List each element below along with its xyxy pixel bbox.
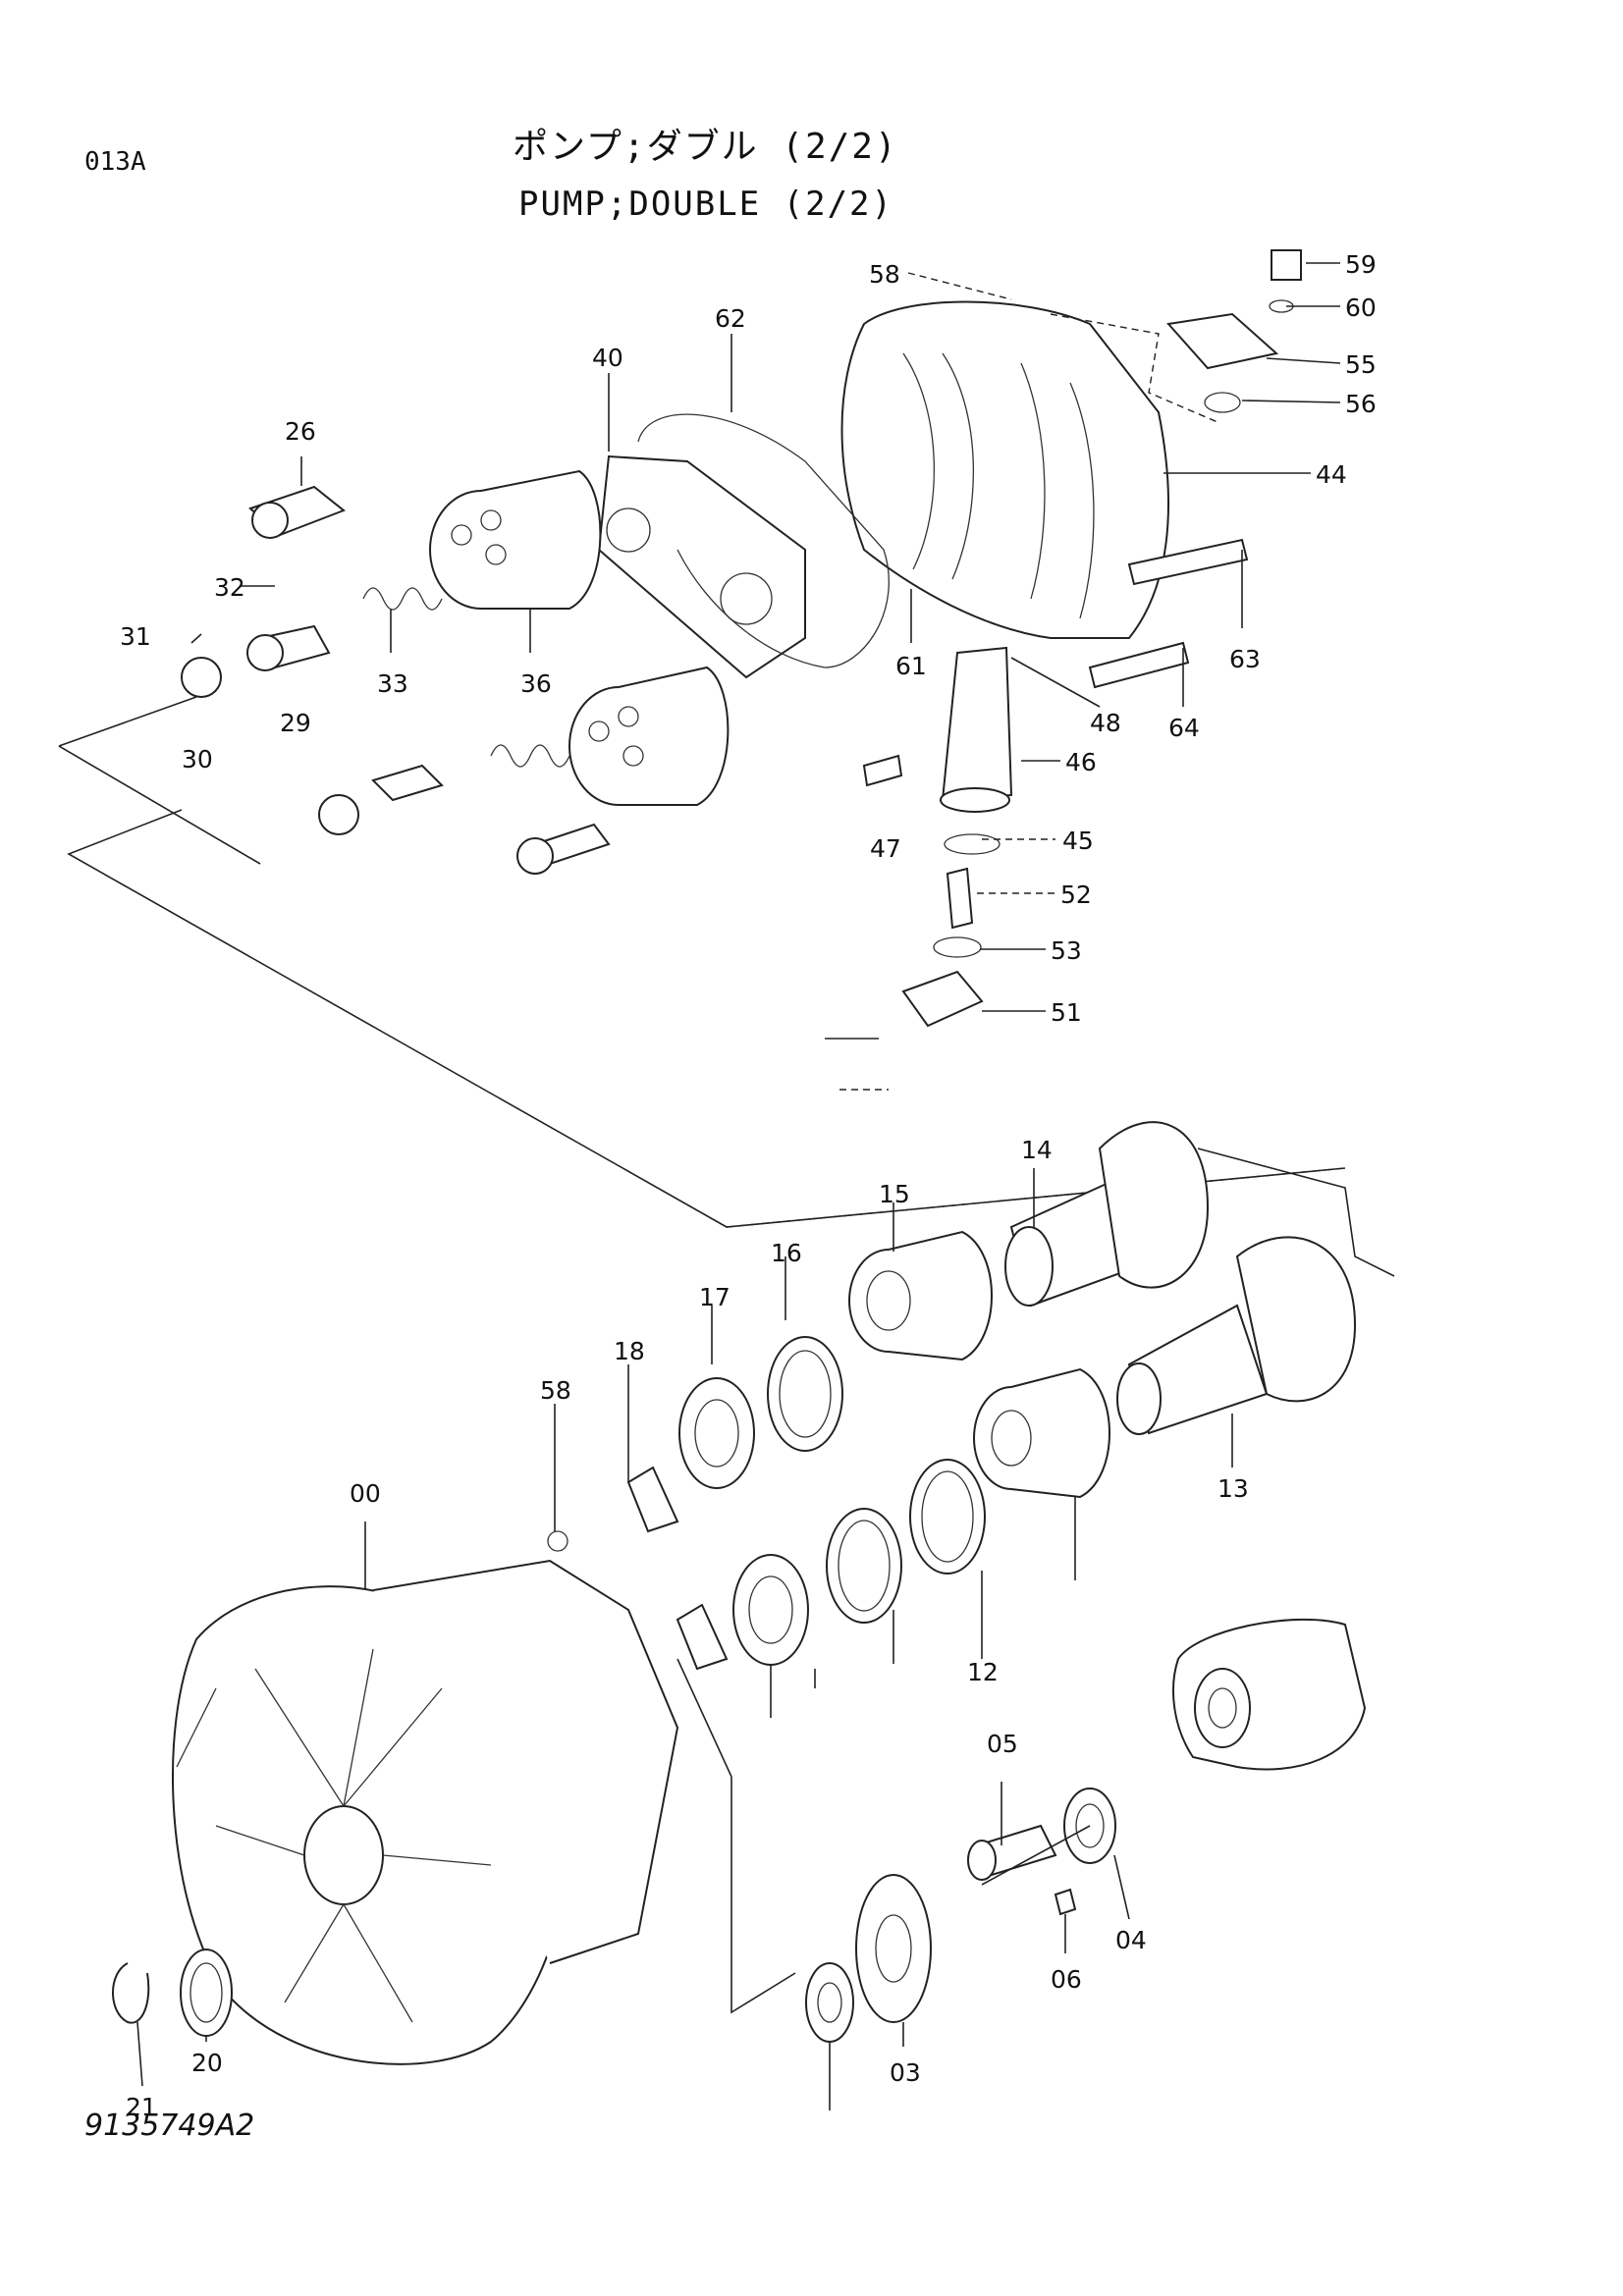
bearings-and-rings xyxy=(547,1230,1110,1671)
callout: 47 xyxy=(870,834,901,863)
callout: 59 xyxy=(1345,250,1377,279)
callout: 20 xyxy=(191,2049,223,2077)
callout: 51 xyxy=(1051,998,1082,1027)
callout: 58 xyxy=(540,1376,571,1405)
valve-plate-40 xyxy=(597,454,806,679)
cylinder-blocks-36 xyxy=(429,469,730,806)
pump-cover-housing xyxy=(840,300,1218,639)
callout: 48 xyxy=(1090,709,1121,737)
callout: 40 xyxy=(592,344,623,372)
callout: 61 xyxy=(895,652,927,680)
callout: 06 xyxy=(1051,1965,1082,1994)
gasket-62 xyxy=(637,413,890,668)
callout: 32 xyxy=(214,573,245,602)
callout: 03 xyxy=(890,2058,921,2087)
callout: 16 xyxy=(771,1239,802,1267)
callout: 26 xyxy=(285,417,316,446)
callout: 52 xyxy=(1060,881,1092,909)
callout: 33 xyxy=(377,669,408,698)
callout: 14 xyxy=(1021,1136,1053,1164)
drawing-number: 9135749A2 xyxy=(84,2109,255,2143)
callout-labels: 59 60 55 56 58 62 40 44 26 63 32 31 30 2… xyxy=(120,250,1377,2121)
bolts xyxy=(862,249,1302,787)
callout: 00 xyxy=(350,1479,381,1508)
shaft-46 xyxy=(901,646,1013,1028)
callout: 58 xyxy=(869,260,900,289)
callout: 12 xyxy=(967,1658,999,1686)
callout: 13 xyxy=(1217,1474,1249,1503)
gear-shaft-14 xyxy=(1004,1121,1210,1308)
callout: 53 xyxy=(1051,936,1082,965)
page-code: 013A xyxy=(84,147,146,177)
callout: 56 xyxy=(1345,390,1377,418)
callout: 18 xyxy=(614,1337,645,1365)
callout: 31 xyxy=(120,622,151,651)
callout: 60 xyxy=(1345,294,1377,322)
callout: 29 xyxy=(280,709,311,737)
title-english: PUMP;DOUBLE (2/2) xyxy=(518,185,893,224)
leader-lines xyxy=(136,262,1341,2110)
callout: 44 xyxy=(1316,460,1347,489)
gear-shaft-13 xyxy=(1116,1236,1357,1435)
callout: 30 xyxy=(182,745,213,774)
title-japanese: ポンプ;ダブル (2/2) xyxy=(513,127,898,167)
callout: 63 xyxy=(1229,645,1261,673)
callout: 17 xyxy=(699,1283,730,1311)
callout: 45 xyxy=(1062,827,1094,855)
drive-gear-and-shaft xyxy=(112,1788,1116,2043)
callout: 62 xyxy=(715,304,746,333)
callout: 05 xyxy=(987,1730,1018,1758)
auxiliary-pump-illustration xyxy=(1172,1618,1367,1771)
callout: 04 xyxy=(1115,1926,1147,1954)
callout: 64 xyxy=(1168,714,1200,742)
callout: 21 xyxy=(126,2093,157,2121)
pistons-springs xyxy=(181,485,611,875)
pump-housing-00 xyxy=(172,1559,679,2065)
callout: 15 xyxy=(879,1180,910,1208)
callout: 46 xyxy=(1065,748,1097,776)
callout: 55 xyxy=(1345,350,1377,379)
callout: 36 xyxy=(520,669,552,698)
